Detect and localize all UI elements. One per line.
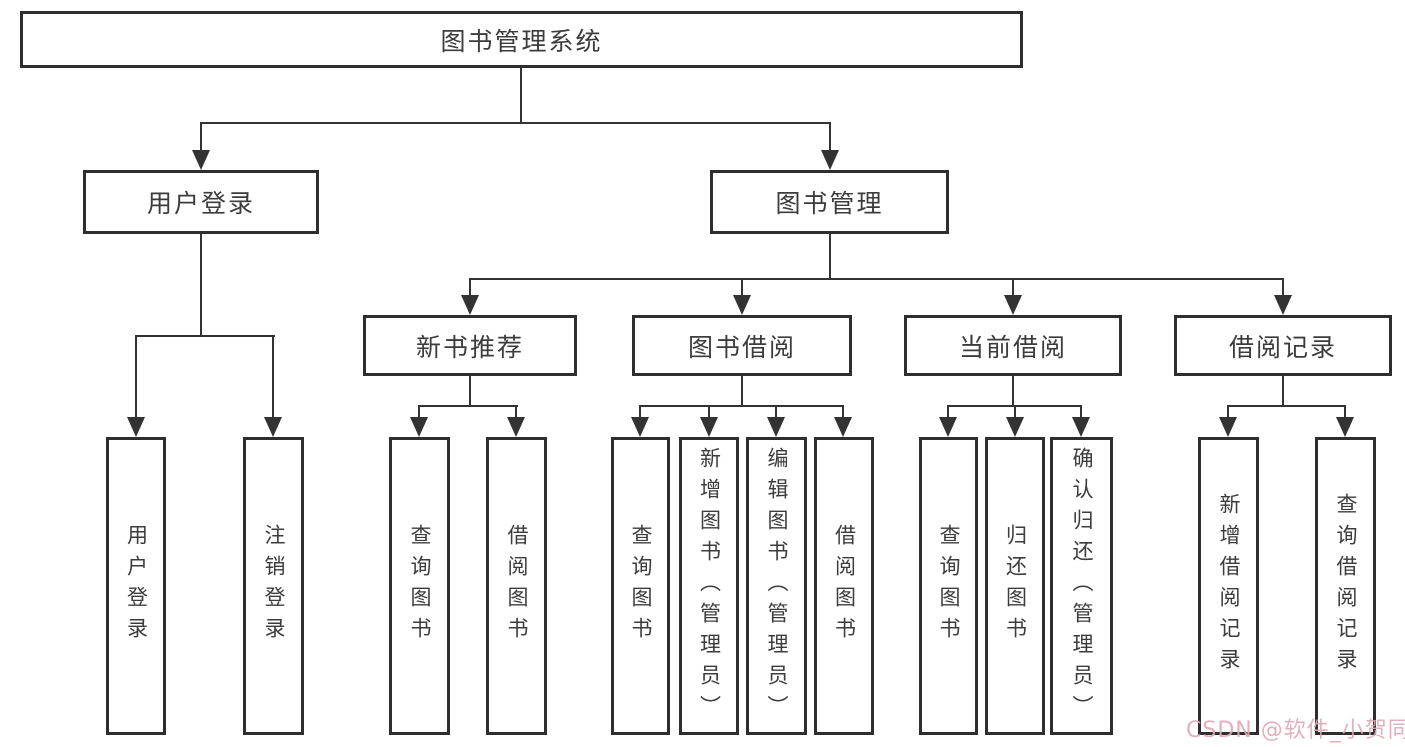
connector-line — [135, 335, 275, 337]
arrowhead-down-icon — [1072, 417, 1090, 437]
connector-line — [1282, 376, 1284, 407]
leaf-label: 编辑图书（管理员） — [765, 446, 789, 726]
connector-line — [741, 376, 743, 407]
arrowhead-down-icon — [192, 150, 210, 170]
connector-line — [520, 68, 522, 124]
leaf-label: 查询借阅记录 — [1334, 493, 1358, 679]
connector-line — [1080, 405, 1082, 421]
arrowhead-down-icon — [631, 417, 649, 437]
arrowhead-down-icon — [127, 417, 145, 437]
arrowhead-down-icon — [821, 150, 839, 170]
node-label: 新书推荐 — [415, 332, 524, 362]
arrowhead-down-icon — [1006, 417, 1024, 437]
arrowhead-down-icon — [939, 417, 957, 437]
arrowhead-down-icon — [1274, 295, 1292, 315]
leaf-label: 借阅图书 — [832, 524, 857, 648]
arrowhead-down-icon — [410, 417, 428, 437]
leaf-borrow-books-borrowing: 借阅图书 — [814, 437, 874, 735]
arrowhead-down-icon — [1004, 295, 1022, 315]
connector-line — [200, 122, 202, 154]
leaf-label: 新增图书（管理员） — [697, 446, 722, 726]
node-new-book-recommendation: 新书推荐 — [363, 315, 577, 376]
leaf-query-borrow-record: 查询借阅记录 — [1315, 437, 1376, 735]
node-current-borrowing: 当前借阅 — [904, 315, 1122, 376]
connector-line — [1227, 405, 1346, 407]
arrowhead-down-icon — [733, 295, 751, 315]
arrowhead-down-icon — [767, 417, 785, 437]
node-book-borrowing: 图书借阅 — [632, 315, 852, 376]
arrowhead-down-icon — [700, 417, 718, 437]
leaf-confirm-return-admin: 确认归还（管理员） — [1050, 437, 1113, 735]
connector-line — [469, 376, 471, 407]
leaf-label: 注销登录 — [262, 524, 286, 648]
leaf-return-books: 归还图书 — [985, 437, 1045, 735]
leaf-label: 新增借阅记录 — [1217, 493, 1241, 679]
leaf-label: 查询图书 — [408, 524, 432, 648]
leaf-label: 用户登录 — [124, 524, 149, 648]
leaf-label: 确认归还（管理员） — [1070, 446, 1094, 726]
connector-line — [842, 405, 844, 421]
node-borrowing-records: 借阅记录 — [1174, 315, 1392, 376]
node-label: 当前借阅 — [958, 332, 1067, 362]
arrowhead-down-icon — [507, 417, 525, 437]
connector-line — [1012, 278, 1014, 298]
leaf-query-books-current: 查询图书 — [919, 437, 978, 735]
arrowhead-down-icon — [834, 417, 852, 437]
csdn-watermark: CSDN @软件_小贺同学 — [1186, 718, 1405, 743]
connector-line — [741, 278, 743, 298]
leaf-query-books-borrowing: 查询图书 — [611, 437, 670, 735]
leaf-logout: 注销登录 — [243, 437, 304, 735]
connector-line — [469, 278, 1284, 280]
node-label: 借阅记录 — [1228, 332, 1337, 362]
connector-line — [1227, 405, 1229, 421]
leaf-label: 查询图书 — [937, 524, 961, 648]
leaf-query-books-recommend: 查询图书 — [389, 437, 450, 735]
connector-line — [515, 405, 517, 421]
leaf-edit-book-admin: 编辑图书（管理员） — [746, 437, 807, 735]
leaf-label: 查询图书 — [629, 524, 653, 648]
arrowhead-down-icon — [1336, 417, 1354, 437]
leaf-user-login: 用户登录 — [106, 437, 166, 735]
connector-line — [1344, 405, 1346, 421]
connector-line — [639, 405, 641, 421]
arrowhead-down-icon — [264, 417, 282, 437]
connector-line — [1012, 376, 1014, 407]
connector-line — [418, 405, 420, 421]
leaf-add-borrow-record: 新增借阅记录 — [1198, 437, 1259, 735]
arrowhead-down-icon — [461, 295, 479, 315]
connector-line — [829, 122, 831, 154]
connector-line — [1282, 278, 1284, 298]
connector-line — [775, 405, 777, 421]
leaf-borrow-books-recommend: 借阅图书 — [486, 437, 547, 735]
connector-line — [947, 405, 949, 421]
node-library-management-system: 图书管理系统 — [20, 11, 1023, 68]
connector-line — [1014, 405, 1016, 421]
connector-line — [200, 122, 831, 124]
node-label: 图书管理 — [775, 189, 884, 218]
node-label: 用户登录 — [146, 189, 255, 218]
leaf-add-book-admin: 新增图书（管理员） — [679, 437, 739, 735]
arrowhead-down-icon — [1219, 417, 1237, 437]
connector-line — [469, 278, 471, 298]
connector-line — [200, 234, 202, 337]
node-label: 图书管理系统 — [440, 26, 603, 56]
node-book-management: 图书管理 — [710, 170, 949, 234]
connector-line — [272, 335, 274, 419]
node-user-login: 用户登录 — [83, 170, 319, 234]
connector-line — [829, 234, 831, 280]
leaf-label: 归还图书 — [1003, 524, 1028, 648]
node-label: 图书借阅 — [687, 332, 796, 362]
connector-line — [418, 405, 518, 407]
leaf-label: 借阅图书 — [505, 524, 529, 648]
connector-line — [708, 405, 710, 421]
connector-line — [639, 405, 844, 407]
connector-line — [135, 335, 137, 419]
